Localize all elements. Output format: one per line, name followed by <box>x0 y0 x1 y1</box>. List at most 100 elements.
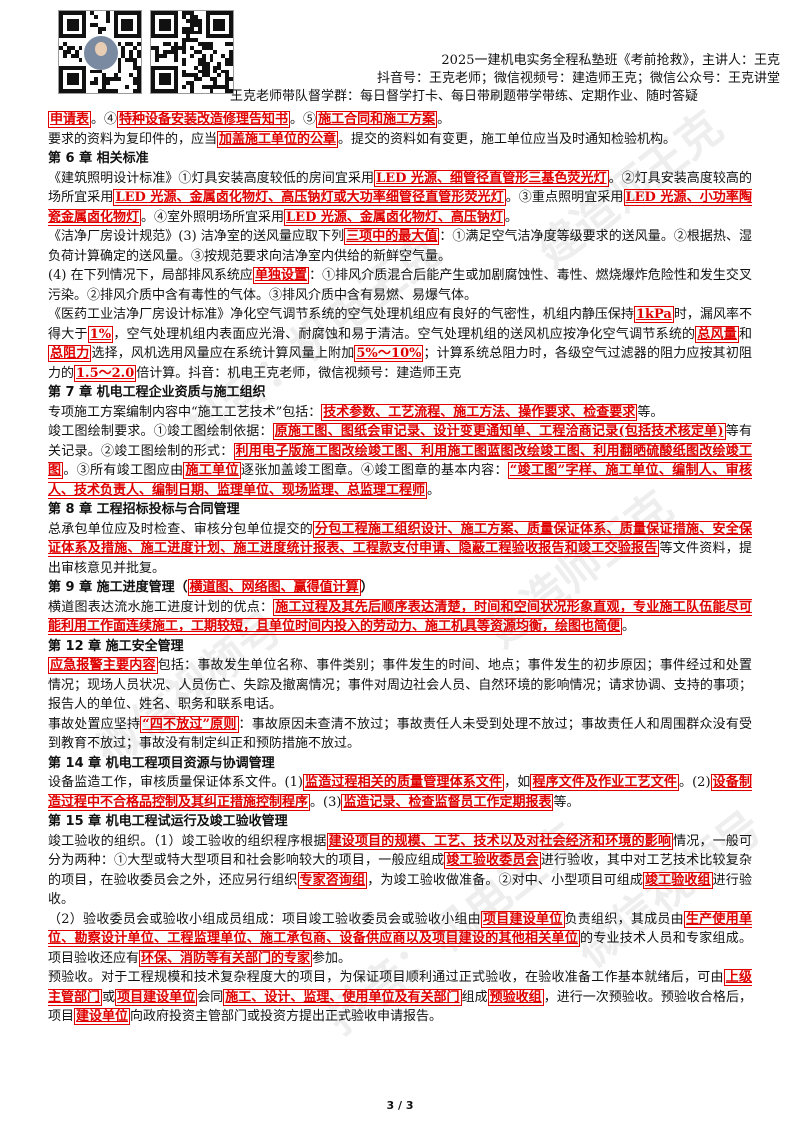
chapter-heading: 第 15 章 机电工程试运行及竣工验收管理 <box>48 814 288 829</box>
qr-module <box>98 89 102 93</box>
chapter-heading: 第 7 章 机电工程企业资质与施工组织 <box>48 385 266 400</box>
text-run: 。(2) <box>678 775 711 790</box>
chapter-heading: 第 12 章 施工安全管理 <box>48 638 184 654</box>
qr-module <box>197 18 202 23</box>
qr-module <box>137 81 141 86</box>
highlight: 施工过程及其先后顺序表达清楚，时间和空间状况形象直观，专业施工队伍能尽可能利用工… <box>48 598 752 635</box>
qr-module <box>125 85 130 90</box>
chapter-heading: 第 9 章 施工进度管理（横道图、网络图、赢得值计算） <box>48 578 752 598</box>
qr-module <box>109 89 114 93</box>
qr-module <box>90 22 95 27</box>
qr-module <box>213 50 218 54</box>
qr-module <box>190 89 194 93</box>
highlight: 预验收组 <box>487 988 544 1006</box>
highlight: LED 光源、小功率陶瓷金属卤化物灯 <box>48 189 752 226</box>
qr-module <box>193 30 198 35</box>
highlight: 竣工验收委员会 <box>444 852 541 869</box>
qr-module <box>182 46 187 51</box>
text-run: 。③所有竣工图应由 <box>63 463 184 478</box>
text-run: ，空气处理机组内表面应光滑、耐腐蚀和易于清洁。空气处理机组的送风机应按净化空气调… <box>113 326 696 342</box>
text-run: 进行验收，其中对工艺技术比较复杂的项目，在验收委员会之外，还应另行组织 <box>48 853 752 888</box>
qr-module <box>182 61 187 66</box>
text-run: 等。 <box>637 404 664 420</box>
qr-module <box>205 61 210 66</box>
qr-module <box>129 42 134 47</box>
qr-module <box>182 57 187 62</box>
text-run: 选择，风机选用风量应在系统计算风量上附加 <box>91 346 355 361</box>
paragraph: 总承包单位应及时检查、审核分包单位提交的分包工程施工组织设计、施工方案、质量保证… <box>48 520 752 579</box>
page-number: 3 / 3 <box>386 1099 414 1112</box>
text-run: 事故处置应坚持 <box>48 716 141 732</box>
qr-module <box>190 38 194 43</box>
qr-module <box>217 73 222 78</box>
qr-module <box>217 85 222 90</box>
highlight: 总风量 <box>695 325 739 343</box>
text-run: 等文件资料，提出审核意见并批复。 <box>48 541 752 576</box>
highlight: 三项中的最大值 <box>344 228 440 245</box>
qr-module <box>197 42 202 47</box>
qr-module <box>229 42 233 47</box>
qr-finder <box>66 73 79 86</box>
qr-module <box>113 77 118 82</box>
qr-module <box>186 34 191 39</box>
text-run: 。(3) <box>310 794 342 810</box>
paragraph: 《医药工业洁净厂房设计标准》净化空气调节系统的空气处理机组应有良好的气密性，机组… <box>48 305 752 383</box>
qr-module <box>201 61 206 66</box>
qr-module <box>201 85 206 90</box>
wechat-qr-code <box>150 10 234 94</box>
highlight: 应急报警主要内容 <box>48 657 158 674</box>
qr-module <box>117 69 122 74</box>
qr-module <box>59 46 63 51</box>
highlight: 生产使用单位、勘察设计单位、工程监理单位、施工承包商、设备供应商以及项目建设的其… <box>48 910 752 947</box>
highlight: 申请表 <box>48 111 92 128</box>
qr-module <box>209 77 214 82</box>
qr-module <box>182 11 187 15</box>
text-run: 。 <box>622 619 636 634</box>
highlight: 5%～10% <box>354 345 424 362</box>
qr-module <box>78 46 83 51</box>
qr-module <box>186 30 191 35</box>
qr-module <box>62 53 67 58</box>
qr-module <box>117 42 122 47</box>
qr-module <box>109 77 114 82</box>
highlight: LED 光源、金属卤化物灯、高压钠灯或大功率细管径直管形荧光灯 <box>113 189 506 206</box>
qr-module <box>197 50 202 54</box>
highlight: 单独设置 <box>252 267 310 284</box>
qr-module <box>193 73 198 78</box>
qr-module <box>105 14 110 19</box>
qr-module <box>133 77 138 82</box>
qr-module <box>201 42 206 47</box>
highlight: 项目建设单位 <box>480 910 565 928</box>
text-run: 竣工图绘制要求。①竣工图绘制依据： <box>48 424 273 439</box>
qr-module <box>213 77 218 82</box>
highlight: 监造过程相关的质量管理体系文件 <box>302 774 505 791</box>
qr-module <box>74 50 79 54</box>
qr-module <box>170 46 175 51</box>
qr-module <box>98 30 102 35</box>
qr-module <box>229 57 233 62</box>
text-run: 逐张加盖竣工图章。④竣工图章的基本内容： <box>240 463 508 478</box>
text-run: 。 <box>437 112 451 127</box>
avatar <box>81 33 121 73</box>
highlight: 环保、消防等有关部门的专家 <box>139 949 313 967</box>
qr-module <box>197 61 202 66</box>
text-run: (4) 在下列情况下，局部排风系统应 <box>48 268 253 283</box>
qr-module <box>105 11 110 15</box>
qr-module <box>117 61 122 66</box>
qr-module <box>154 53 159 58</box>
qr-module <box>162 50 167 54</box>
text-run: 。 <box>427 482 441 498</box>
highlight: LED 光源、细管径直管形三基色荧光灯 <box>374 169 609 187</box>
text-run: 倍计算。抖音：机电王克老师，微信视频号：建造师王克 <box>136 365 462 381</box>
qr-module <box>201 57 206 62</box>
highlight: 1.5～2.0 <box>74 364 137 382</box>
qr-module <box>137 65 141 70</box>
highlight: 设备制造过程中不合格品控制及其纠正措施控制程序 <box>48 774 752 811</box>
highlight: 项目建设单位 <box>115 988 198 1006</box>
qr-module <box>137 85 141 90</box>
qr-module <box>225 73 230 78</box>
qr-module <box>209 42 214 47</box>
text-run: ，进行一次预验收。预验收合格后，项目 <box>48 989 752 1025</box>
highlight: 特种设备安装改造修理告知书 <box>117 111 291 128</box>
